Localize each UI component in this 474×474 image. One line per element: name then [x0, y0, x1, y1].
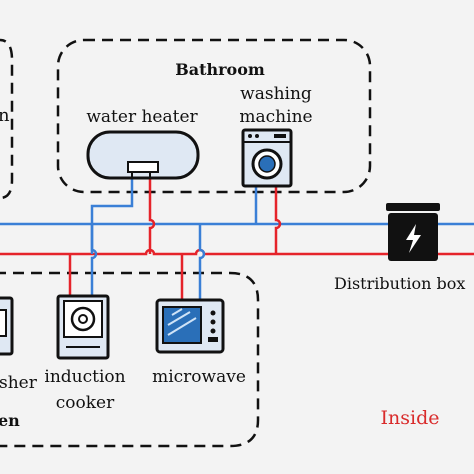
washing-machine-live-wire: [274, 186, 282, 254]
water-heater-neutral-wire: [90, 176, 134, 224]
distribution-box-label: Distribution box: [334, 274, 465, 293]
induction-cooker-label-line1: induction: [44, 367, 125, 387]
washing-machine-label-line1: washing: [240, 84, 312, 104]
water-heater-icon: [86, 130, 200, 180]
induction-cooker-neutral-wire: [90, 224, 98, 296]
bathroom-boundary: [56, 38, 372, 194]
microwave-neutral-wire: [198, 224, 206, 300]
inside-label: Inside: [381, 407, 440, 429]
bathroom-title: Bathroom: [175, 60, 265, 79]
water-heater-live-wire: [148, 176, 156, 254]
microwave-icon: [155, 298, 225, 354]
induction-cooker-icon: [56, 294, 110, 360]
distribution-box-icon: [386, 203, 440, 261]
left-room-title: n: [0, 105, 10, 126]
microwave-label: microwave: [152, 367, 246, 387]
left-room-boundary: [0, 38, 14, 200]
washing-machine-icon: [241, 128, 293, 188]
water-heater-label: water heater: [86, 107, 198, 127]
dishwasher-icon: [0, 296, 14, 356]
induction-cooker-label-line2: cooker: [56, 393, 115, 413]
dishwasher-label: sher: [0, 373, 38, 393]
washing-machine-label-line2: machine: [239, 107, 312, 127]
kitchen-title: en: [0, 411, 20, 430]
